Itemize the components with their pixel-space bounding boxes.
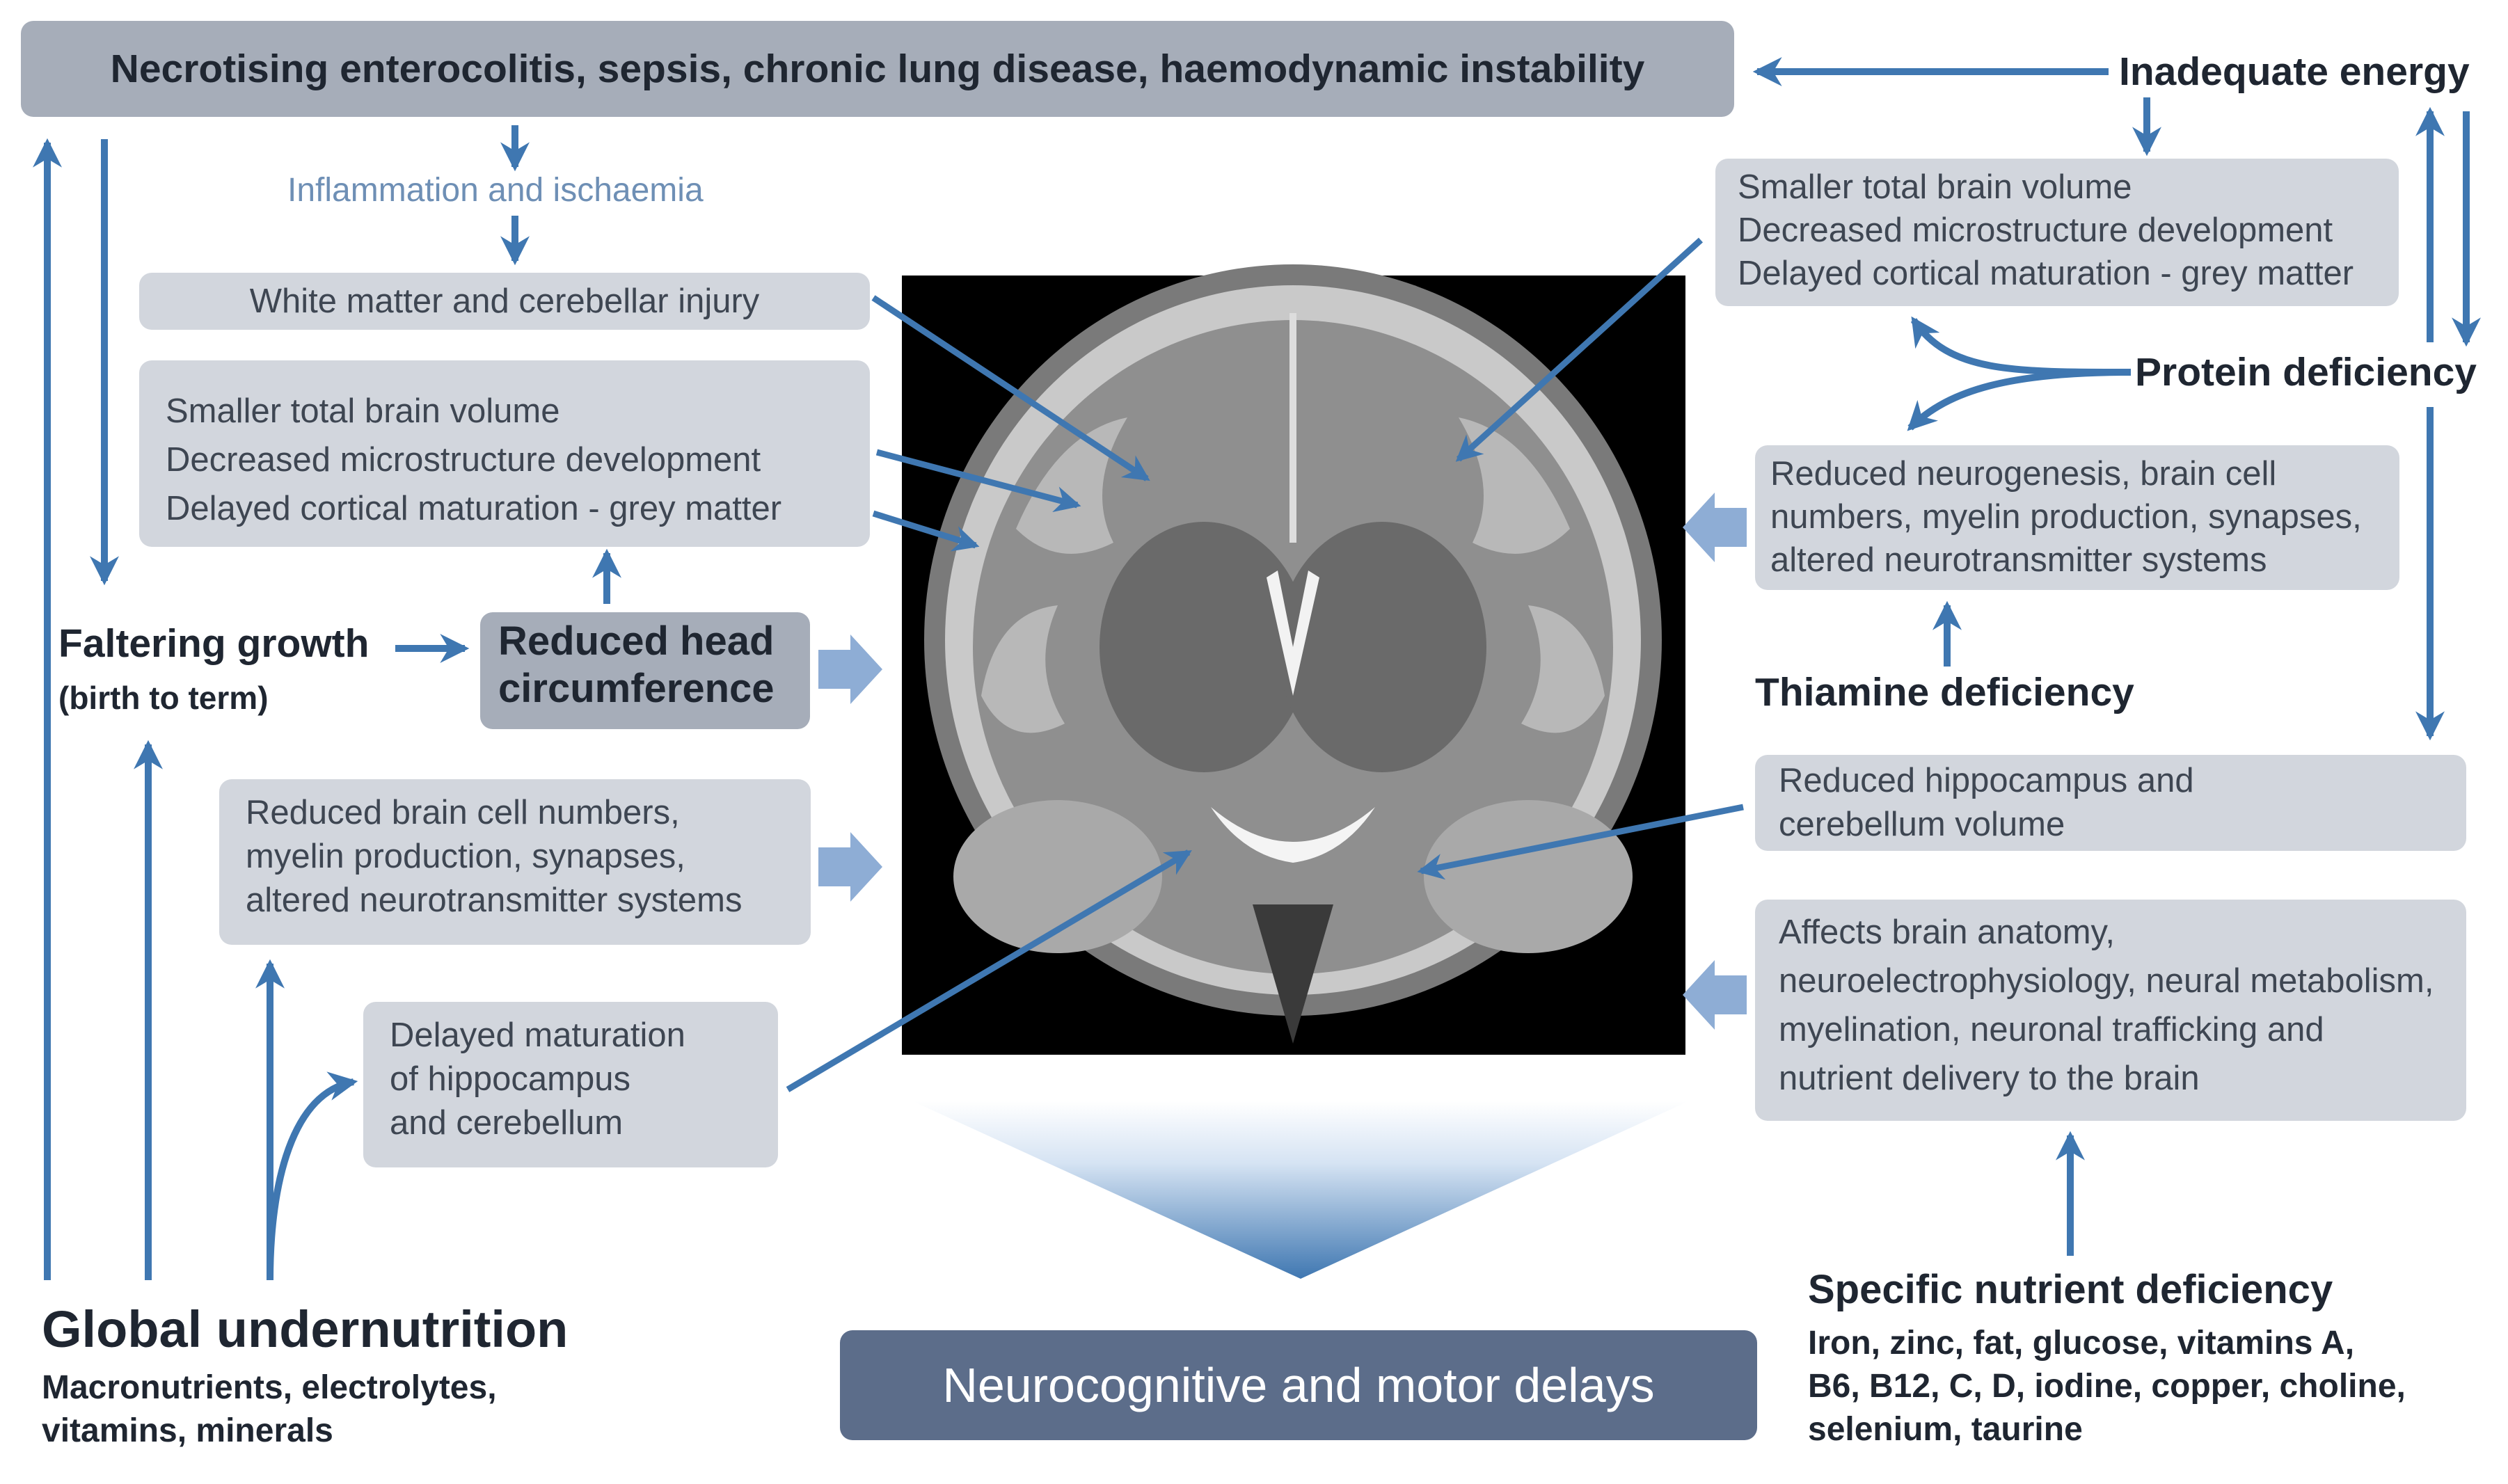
left-volume-line: Smaller total brain volume — [166, 392, 560, 430]
left-cells-line: myelin production, synapses, — [246, 838, 685, 875]
right-volume-line: Smaller total brain volume — [1738, 168, 2132, 206]
specific-sub-line: selenium, taurine — [1808, 1411, 2083, 1448]
hippocampus-volume-box: Reduced hippocampus and cerebellum volum… — [1755, 755, 2466, 851]
affects-box: Affects brain anatomy, neuroelectrophysi… — [1755, 900, 2466, 1121]
global-undernutrition-title: Global undernutrition — [42, 1300, 569, 1358]
delayed-hippo-line: of hippocampus — [390, 1060, 630, 1098]
specific-deficiency-sub: Iron, zinc, fat, glucose, vitamins A, B6… — [1808, 1322, 2406, 1451]
affects-line: nutrient delivery to the brain — [1779, 1060, 2200, 1097]
arrow-global-to-hippo — [267, 1071, 358, 1281]
right-volume-line: Delayed cortical maturation - grey matte… — [1738, 255, 2354, 292]
reduced-head-line: circumference — [498, 666, 775, 711]
inadequate-energy-label: Inadequate energy — [2119, 49, 2470, 94]
faltering-growth-sub: (birth to term) — [58, 680, 269, 716]
left-cells-line: Reduced brain cell numbers, — [246, 794, 680, 831]
right-neuro-line: Reduced neurogenesis, brain cell — [1770, 455, 2277, 493]
arrow-protein-to-volume — [1910, 316, 2132, 376]
specific-sub-line: Iron, zinc, fat, glucose, vitamins A, — [1808, 1325, 2355, 1362]
right-volume-line: Decreased microstructure development — [1738, 212, 2333, 249]
global-sub-line: vitamins, minerals — [42, 1412, 333, 1449]
outcome-box: Neurocognitive and motor delays — [840, 1330, 1757, 1440]
right-neuro-line: numbers, myelin production, synapses, — [1770, 498, 2362, 536]
protein-deficiency-label: Protein deficiency — [2135, 350, 2477, 394]
white-matter-text: White matter and cerebellar injury — [249, 282, 760, 320]
specific-sub-line: B6, B12, C, D, iodine, copper, choline, — [1808, 1368, 2406, 1405]
affects-line: myelination, neuronal trafficking and — [1779, 1011, 2324, 1048]
right-neuro-line: altered neurotransmitter systems — [1770, 541, 2267, 579]
left-brain-volume-box: Smaller total brain volume Decreased mic… — [139, 360, 870, 547]
left-cells-box: Reduced brain cell numbers, myelin produ… — [219, 779, 811, 945]
top-conditions-text: Necrotising enterocolitis, sepsis, chron… — [110, 47, 1645, 91]
hippocampus-volume-line: cerebellum volume — [1779, 806, 2065, 843]
specific-deficiency-title: Specific nutrient deficiency — [1808, 1267, 2333, 1312]
affects-line: neuroelectrophysiology, neural metabolis… — [1779, 962, 2434, 1000]
arrow-protein-to-neuro — [1907, 369, 2132, 431]
left-volume-line: Delayed cortical maturation - grey matte… — [166, 490, 782, 527]
affects-line: Affects brain anatomy, — [1779, 913, 2115, 951]
reduced-head-line: Reduced head — [498, 619, 775, 664]
delayed-hippocampus-box: Delayed maturation of hippocampus and ce… — [363, 1002, 778, 1167]
right-neuro-box: Reduced neurogenesis, brain cell numbers… — [1755, 445, 2399, 590]
outcome-text: Neurocognitive and motor delays — [942, 1358, 1655, 1412]
hippocampus-volume-line: Reduced hippocampus and — [1779, 762, 2194, 799]
delayed-hippo-line: Delayed maturation — [390, 1016, 685, 1054]
delayed-hippo-line: and cerebellum — [390, 1104, 624, 1142]
inflammation-label: Inflammation and ischaemia — [287, 172, 704, 209]
thiamine-deficiency-label: Thiamine deficiency — [1755, 670, 2134, 715]
left-cells-line: altered neurotransmitter systems — [246, 881, 743, 919]
faltering-growth-title: Faltering growth — [58, 621, 370, 666]
reduced-head-box: Reduced head circumference — [480, 612, 810, 729]
top-conditions-box: Necrotising enterocolitis, sepsis, chron… — [21, 21, 1734, 117]
left-volume-line: Decreased microstructure development — [166, 441, 761, 479]
white-matter-box: White matter and cerebellar injury — [139, 273, 870, 330]
global-sub-line: Macronutrients, electrolytes, — [42, 1369, 497, 1406]
right-brain-volume-box: Smaller total brain volume Decreased mic… — [1715, 159, 2399, 306]
global-undernutrition-sub: Macronutrients, electrolytes, vitamins, … — [42, 1366, 497, 1453]
